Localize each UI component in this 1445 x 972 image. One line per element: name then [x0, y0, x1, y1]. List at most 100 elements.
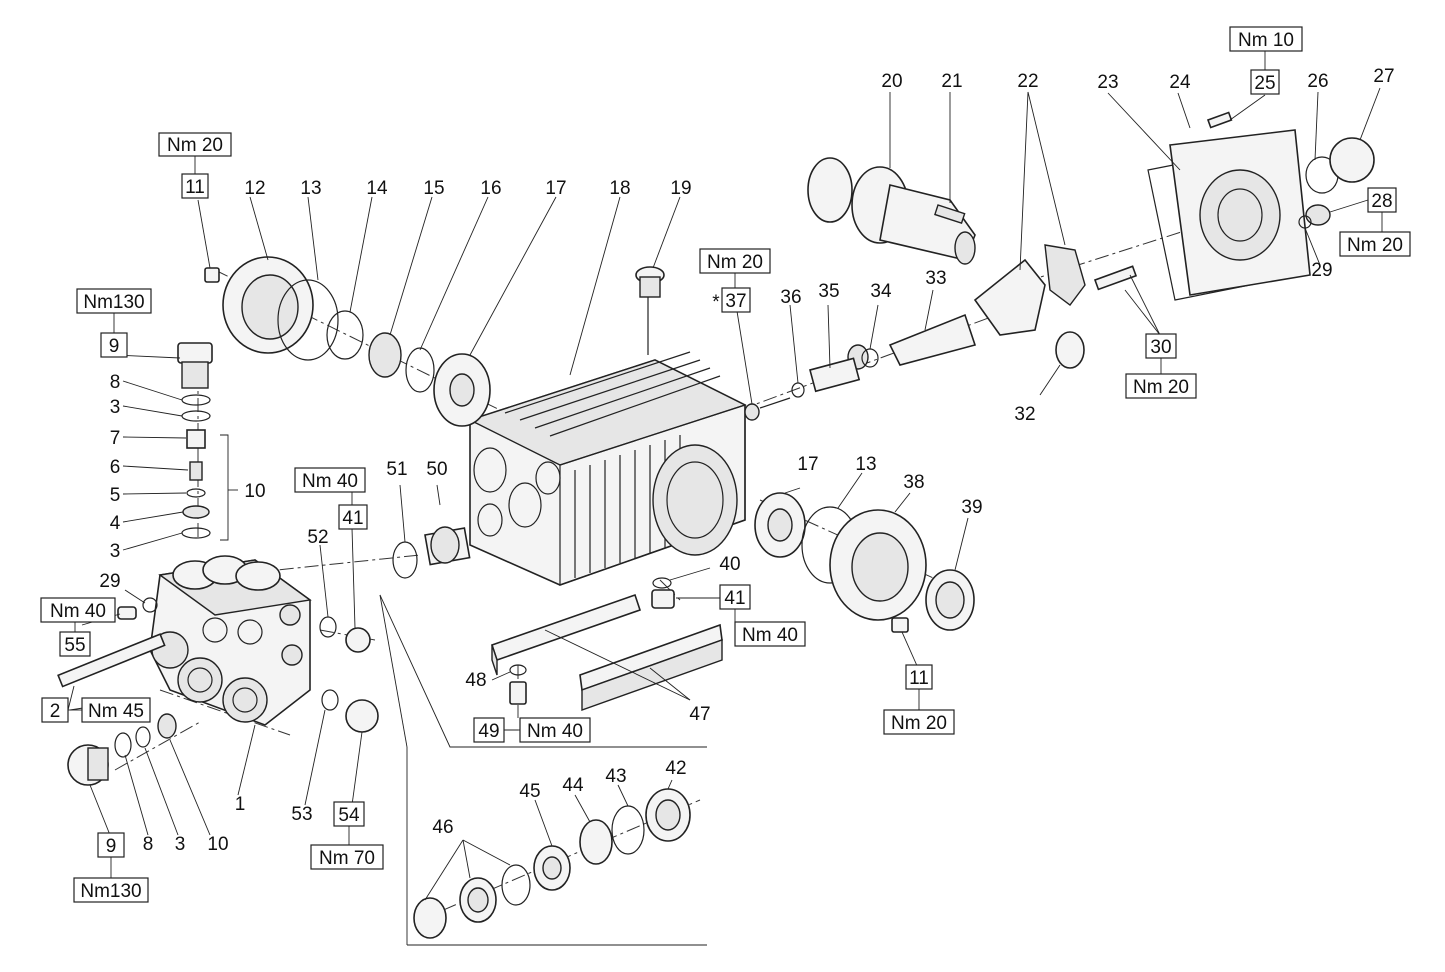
seal-detail-inset	[379, 594, 707, 946]
torque-value: Nm130	[80, 881, 141, 902]
torque-value: Nm 20	[167, 135, 223, 156]
torque-label-41: Nm 40 41	[294, 467, 368, 530]
right-bearing-drawing	[754, 492, 975, 633]
callout-47: 47	[689, 704, 710, 725]
torque-label-30: 30 Nm 20	[1125, 333, 1197, 399]
torque-value: Nm 20	[1347, 235, 1403, 256]
torque-label-9: Nm130 9	[76, 288, 152, 358]
callout-12: 12	[244, 178, 265, 199]
crankcase-drawing	[468, 351, 747, 586]
callout-8: 8	[143, 834, 154, 855]
valve-stack-drawing	[177, 342, 213, 539]
callout-19: 19	[670, 178, 691, 199]
callout-48: 48	[465, 670, 486, 691]
liner-drawing	[392, 526, 471, 579]
torque-label-11: Nm 20 11	[158, 132, 232, 199]
callout-18: 18	[609, 178, 630, 199]
callout-26: 26	[1307, 71, 1328, 92]
torque-part-number: 2	[50, 701, 61, 722]
callout-22: 22	[1017, 71, 1038, 92]
callout-13: 13	[855, 454, 876, 475]
torque-part-number: 41	[342, 508, 363, 529]
torque-part-number: 25	[1254, 73, 1275, 94]
callout-33: 33	[925, 268, 946, 289]
callout-7: 7	[110, 428, 121, 449]
crankshaft-drawing	[807, 157, 976, 265]
torque-value: Nm 40	[742, 625, 798, 646]
torque-value: Nm 40	[50, 601, 106, 622]
callout-23: 23	[1097, 72, 1118, 93]
torque-label-2: 2 Nm 45	[41, 697, 151, 723]
callout-46: 46	[432, 817, 453, 838]
torque-part-number: 49	[478, 721, 499, 742]
oil-cap-drawing	[635, 266, 665, 355]
callout-3: 3	[175, 834, 186, 855]
torque-label-54: 54 Nm 70	[310, 801, 384, 870]
torque-part-number: 30	[1150, 337, 1171, 358]
callout-36: 36	[780, 287, 801, 308]
asterisk-note: *	[712, 292, 720, 313]
callout-29: 29	[1311, 260, 1332, 281]
callout-13: 13	[300, 178, 321, 199]
callout-21: 21	[941, 71, 962, 92]
callout-39: 39	[961, 497, 982, 518]
callout-14: 14	[366, 178, 388, 199]
torque-value: Nm 40	[527, 721, 583, 742]
callout-53: 53	[291, 804, 312, 825]
torque-value: Nm 10	[1238, 30, 1294, 51]
callout-42: 42	[665, 758, 686, 779]
torque-part-number: 9	[106, 836, 117, 857]
torque-label-55: Nm 40 55	[40, 597, 116, 657]
torque-value: Nm130	[83, 292, 144, 313]
torque-label-37: Nm 20 * 37	[699, 248, 771, 313]
callout-6: 6	[110, 457, 121, 478]
callout-numbers: 1 3 3 3 4 5 6 7 8 8 10 10 12 13 13 14 15…	[99, 66, 1394, 855]
callout-3: 3	[110, 397, 121, 418]
torque-value: Nm 70	[319, 848, 375, 869]
callout-32: 32	[1014, 404, 1035, 425]
torque-label-25: Nm 10 25	[1229, 26, 1303, 95]
callout-4: 4	[110, 513, 121, 534]
side-plugs-drawing	[319, 616, 379, 733]
torque-part-number: 41	[724, 588, 745, 609]
callout-35: 35	[818, 281, 839, 302]
torque-value: Nm 20	[707, 252, 763, 273]
callout-5: 5	[110, 485, 121, 506]
pump-head-drawing	[149, 555, 312, 726]
callout-34: 34	[870, 281, 892, 302]
lower-valve-drawing	[57, 597, 177, 786]
piston-parts-drawing	[744, 348, 879, 421]
torque-part-number: 28	[1371, 191, 1392, 212]
torque-part-number: 55	[64, 635, 85, 656]
callout-40: 40	[719, 554, 740, 575]
torque-part-number: 9	[109, 336, 120, 357]
callout-16: 16	[480, 178, 501, 199]
callout-38: 38	[903, 472, 924, 493]
torque-value: Nm 20	[891, 713, 947, 734]
callout-17: 17	[545, 178, 566, 199]
rear-cover-drawing	[1093, 111, 1375, 301]
callout-20: 20	[881, 71, 902, 92]
callout-52: 52	[307, 527, 328, 548]
left-bearing-drawing	[204, 256, 491, 427]
torque-label-28: 28 Nm 20	[1339, 187, 1411, 257]
callout-17: 17	[797, 454, 818, 475]
torque-part-number: 54	[338, 805, 360, 826]
torque-value: Nm 45	[88, 701, 144, 722]
torque-value: Nm 40	[302, 471, 358, 492]
drain-plug-drawing	[651, 577, 675, 609]
torque-part-number: 37	[725, 291, 746, 312]
callout-1: 1	[235, 794, 246, 815]
callout-45: 45	[519, 781, 540, 802]
callout-50: 50	[426, 459, 447, 480]
torque-value: Nm 20	[1133, 377, 1189, 398]
torque-part-number: 11	[185, 177, 205, 198]
callout-3: 3	[110, 541, 121, 562]
torque-label-41: 41 Nm 40	[719, 584, 806, 647]
callout-24: 24	[1169, 72, 1191, 93]
torque-part-number: 11	[909, 668, 929, 689]
torque-labels: Nm 20 11 Nm130 9 Nm 40 55 2 Nm 45	[40, 26, 1411, 903]
torque-label-11: 11 Nm 20	[883, 664, 955, 735]
callout-29: 29	[99, 571, 120, 592]
